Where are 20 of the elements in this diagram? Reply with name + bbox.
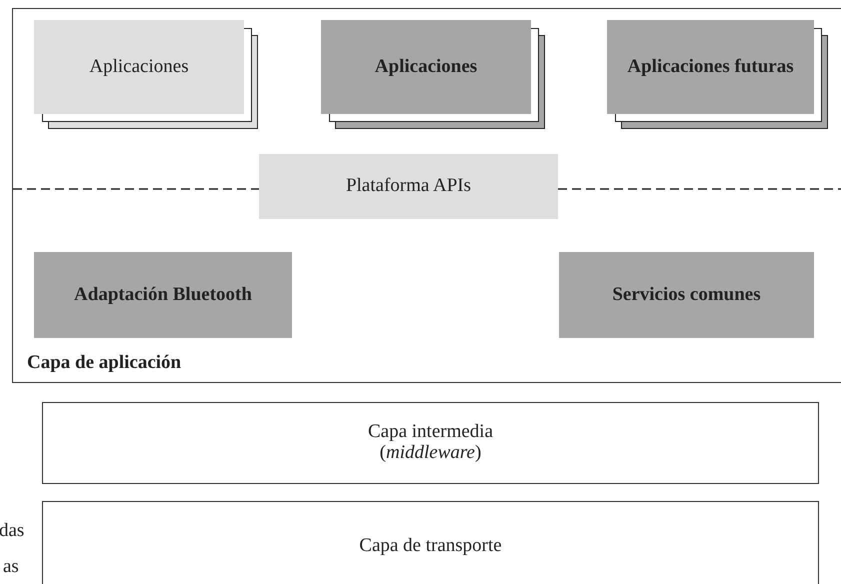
box-label: Servicios comunes — [612, 284, 761, 306]
box-label: Capa intermedia (middleware) — [366, 422, 494, 464]
stacked-app-box — [607, 20, 828, 129]
layer-panel — [12, 8, 841, 383]
box-label: Capa de transporte — [359, 536, 502, 556]
layer-title: Capa de aplicación — [27, 352, 182, 373]
layer-box — [42, 402, 819, 484]
box-label: Adaptación Bluetooth — [74, 284, 252, 306]
text-fragment: as — [3, 556, 19, 578]
component-box — [259, 154, 558, 219]
stacked-app-box — [321, 20, 545, 129]
component-box — [559, 252, 814, 338]
layer-box — [42, 501, 819, 584]
box-label: Aplicaciones — [374, 56, 478, 78]
component-box — [34, 252, 292, 338]
stacked-app-box — [34, 20, 258, 129]
text-fragment: das — [0, 520, 24, 542]
box-label: Plataforma APIs — [346, 176, 472, 197]
box-label: Aplicaciones — [89, 56, 189, 78]
box-label: Aplicaciones futuras — [627, 56, 794, 78]
